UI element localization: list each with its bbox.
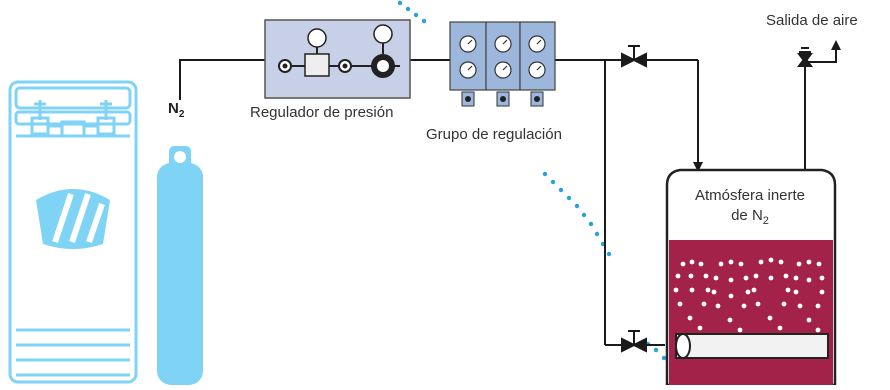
flow-arrows bbox=[693, 40, 841, 172]
brand-logo-icon bbox=[36, 189, 110, 249]
cylinder-gas-text: N bbox=[168, 100, 179, 117]
pressure-regulator-label: Regulador de presión bbox=[250, 104, 394, 121]
cylinder-gas-label: N2 bbox=[168, 100, 184, 120]
regulation-group bbox=[449, 21, 556, 107]
valve-bottom bbox=[621, 330, 647, 353]
vessel-label-subscript: 2 bbox=[762, 215, 769, 227]
air-outlet-label: Salida de aire bbox=[766, 12, 858, 29]
pipework bbox=[179, 48, 837, 346]
valve-top bbox=[621, 45, 647, 68]
vessel-label: Atmósfera inerte de N2 bbox=[672, 186, 828, 231]
pressure-regulator-panel bbox=[264, 19, 411, 99]
regulation-group-label: Grupo de regulación bbox=[426, 126, 562, 143]
nitrogen-cylinder bbox=[157, 146, 203, 385]
air-outlet-valve bbox=[797, 47, 813, 67]
inert-atmosphere-vessel bbox=[665, 168, 837, 387]
vessel-label-line2: de N bbox=[731, 207, 763, 224]
vessel-label-line1: Atmósfera inerte bbox=[694, 187, 806, 204]
cylinder-gas-subscript: 2 bbox=[178, 109, 185, 120]
